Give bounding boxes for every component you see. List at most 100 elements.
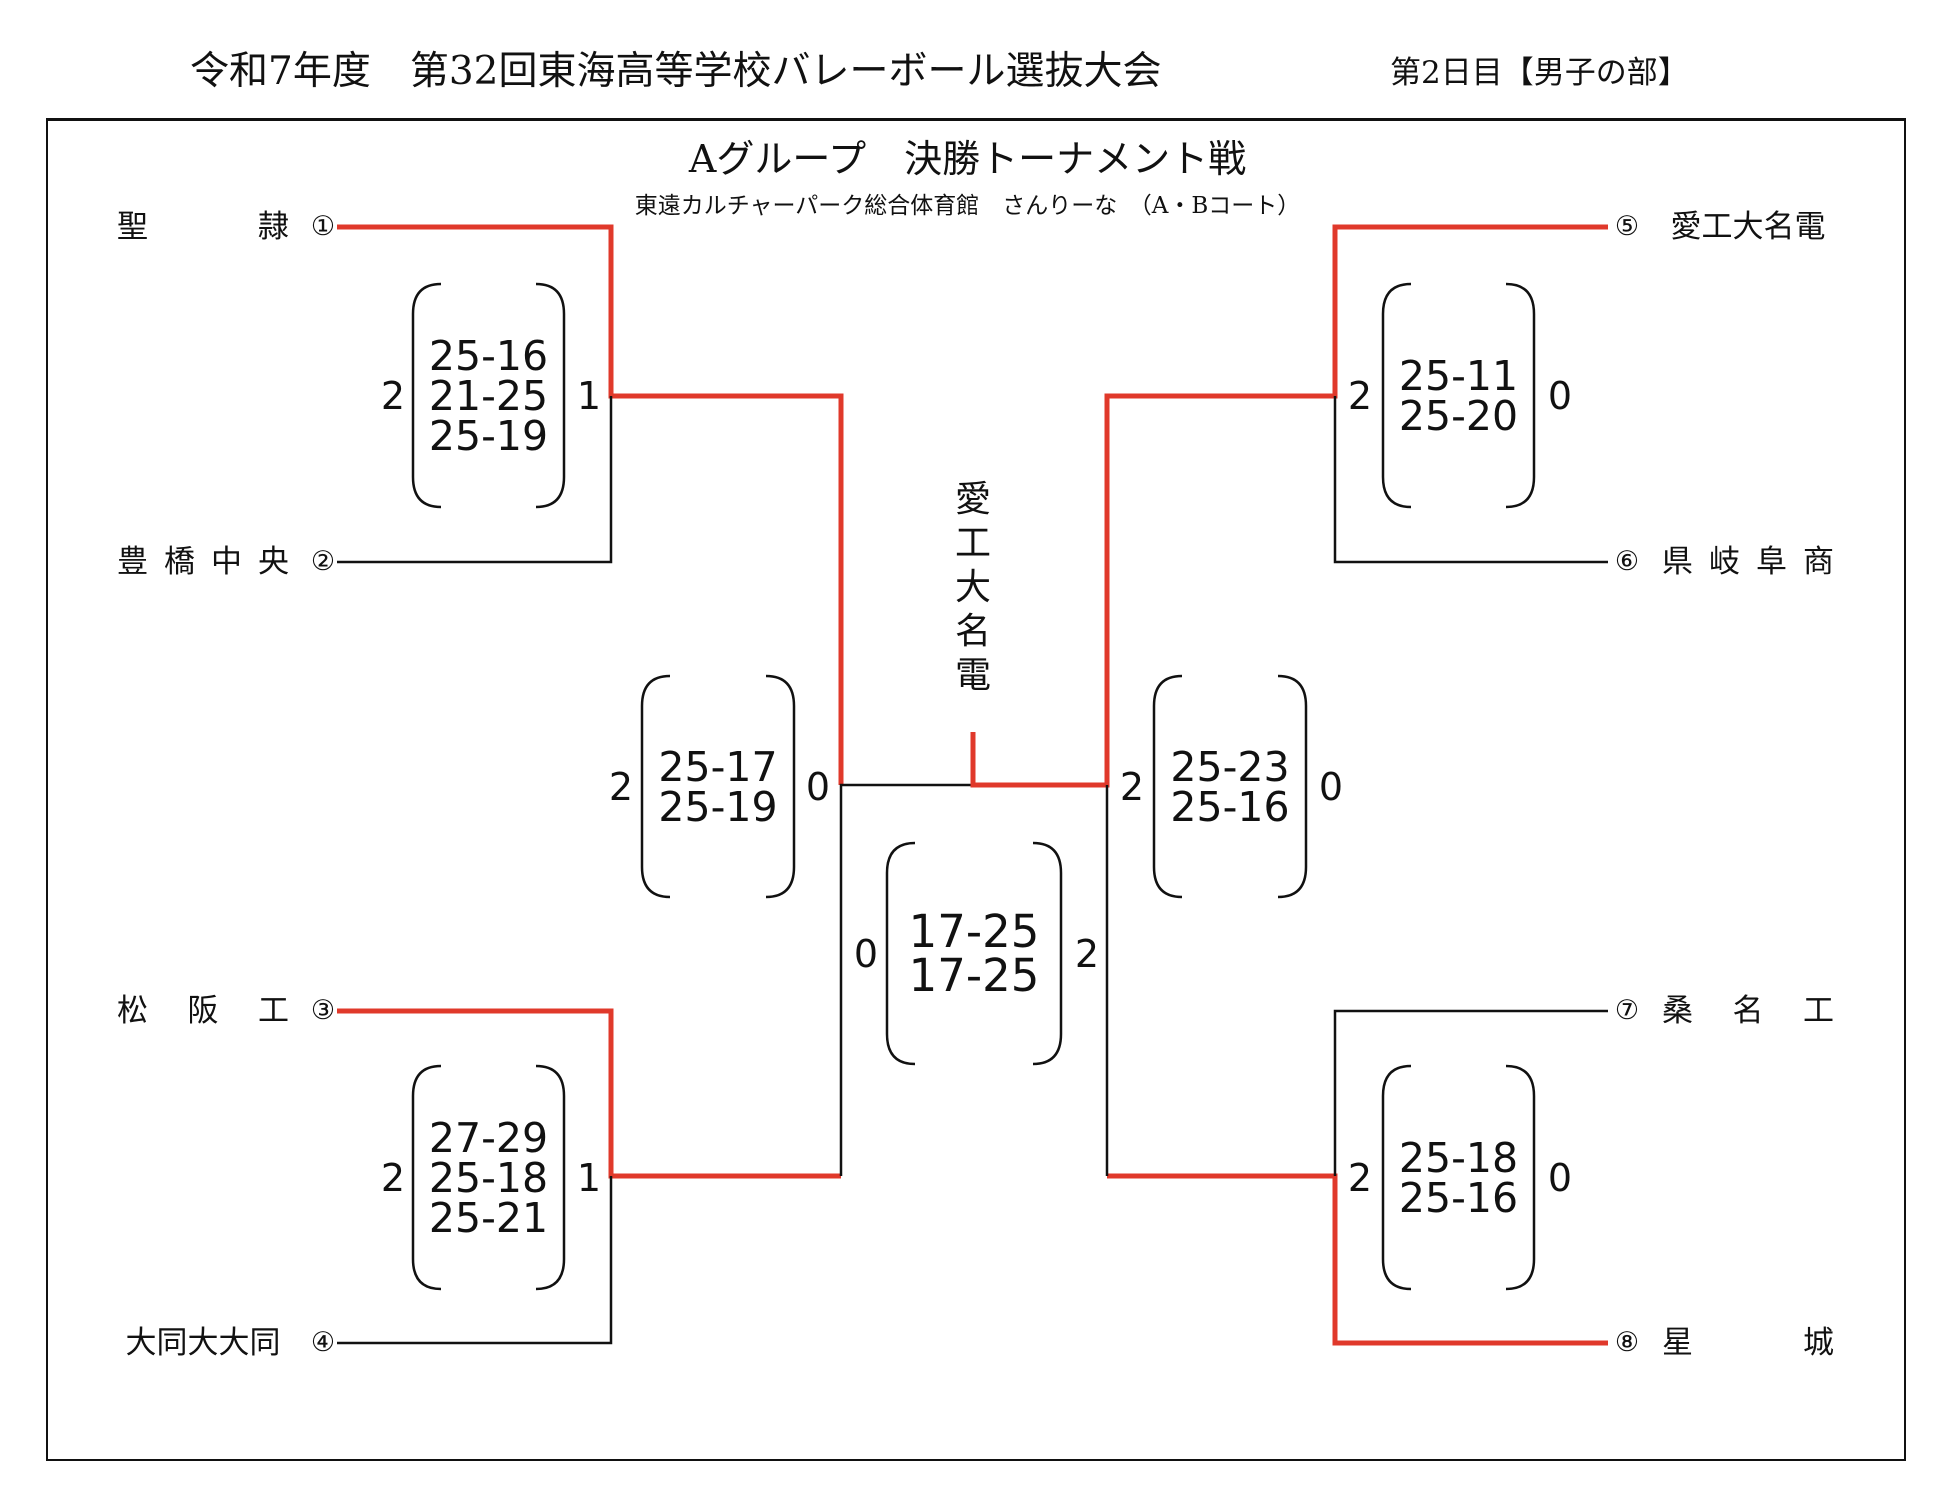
set-score: 21-25 (428, 371, 549, 420)
line-team3-win (337, 1008, 841, 1179)
left-sets-won: 2 (1347, 1155, 1373, 1200)
left-sets-won: 2 (1347, 373, 1373, 418)
set-score: 25-20 (1398, 391, 1519, 440)
right-sets-won: 0 (1547, 373, 1573, 418)
champion-char: 電 (954, 655, 991, 696)
line-team5-win (970, 224, 1608, 788)
set-score: 25-17 (658, 742, 778, 791)
left-bracket-paren (640, 674, 671, 899)
left-bracket-paren (1152, 674, 1183, 899)
set-score: 25-18 (428, 1153, 549, 1202)
team-name-char: 工 (258, 993, 289, 1029)
team-name-char: 隷 (258, 209, 289, 245)
left-bracket-paren (411, 1064, 442, 1291)
team-name: 豊橋中央 (117, 542, 289, 582)
right-sets-won: 1 (576, 1155, 602, 1200)
line-left-final (839, 783, 973, 1176)
seed-number: ⑤ (1614, 211, 1640, 242)
right-bracket-paren (535, 1064, 566, 1291)
team-name-char: 商 (1803, 544, 1834, 580)
right-sets-won: 0 (805, 764, 831, 809)
left-bracket-paren (1381, 282, 1412, 509)
team-name-char: 阜 (1756, 544, 1787, 580)
seed-number: ③ (310, 995, 336, 1026)
set-score: 25-16 (428, 331, 549, 380)
right-bracket-paren (1277, 674, 1308, 899)
right-sets-won: 0 (1318, 764, 1344, 809)
left-sets-won: 2 (380, 373, 406, 418)
bracket-frame (46, 118, 1906, 1461)
team-name-char: 岐 (1709, 544, 1740, 580)
right-bracket-paren (1505, 1064, 1536, 1291)
bracket-title: Aグループ 決勝トーナメント戦 (688, 137, 1247, 181)
team-name: 聖隷 (117, 207, 289, 247)
champion-char: 愛 (954, 479, 991, 520)
set-score: 25-19 (658, 782, 778, 831)
line-team6 (1333, 396, 1608, 564)
left-sets-won: 2 (380, 1155, 406, 1200)
team-name-char: 央 (258, 544, 289, 580)
team-name-char: 松 (117, 993, 148, 1029)
set-score: 25-11 (1398, 351, 1519, 400)
right-sets-won: 1 (576, 373, 602, 418)
seed-number: ② (310, 546, 336, 577)
left-sets-won: 2 (608, 764, 634, 809)
team-name: 愛工大名電 (1662, 207, 1834, 247)
left-sets-won: 2 (1119, 764, 1145, 809)
champion-char: 名 (954, 611, 991, 652)
champion-char: 工 (954, 523, 991, 564)
set-score: 25-18 (1398, 1133, 1519, 1182)
right-bracket-paren (1505, 282, 1536, 509)
champion-char: 大 (954, 567, 991, 608)
team-name-char: 城 (1803, 1325, 1834, 1361)
seed-number: ④ (310, 1327, 336, 1358)
seed-number: ① (310, 211, 336, 242)
right-bracket-paren (535, 282, 566, 509)
team-name-char: 名 (1732, 993, 1764, 1029)
right-bracket-paren (1032, 841, 1063, 1066)
team-name-char: 中 (211, 544, 242, 580)
team-name-char: 豊 (117, 544, 148, 580)
set-score: 17-25 (908, 904, 1040, 958)
page-title: 令和7年度 第32回東海高等学校バレーボール選抜大会 (190, 49, 1162, 94)
team-name: 星城 (1662, 1323, 1834, 1363)
right-bracket-paren (765, 674, 796, 899)
set-score: 25-23 (1170, 742, 1290, 791)
seed-number: ⑧ (1614, 1327, 1640, 1358)
team-name-char: 阪 (187, 993, 219, 1029)
team-name-char: 聖 (117, 209, 148, 245)
team-name: 県岐阜商 (1662, 542, 1834, 582)
seed-number: ⑦ (1614, 995, 1640, 1026)
team-name-char: 桑 (1662, 993, 1693, 1029)
right-sets-won: 2 (1074, 931, 1100, 976)
left-bracket-paren (411, 282, 442, 509)
left-bracket-paren (1381, 1064, 1412, 1291)
day-label: 第2日目【男子の部】 (1390, 55, 1689, 91)
set-score: 25-16 (1398, 1173, 1519, 1222)
set-score: 25-19 (428, 411, 549, 460)
team-name-char: 橋 (164, 544, 195, 580)
line-team2 (337, 396, 613, 564)
set-score: 17-25 (908, 948, 1040, 1002)
team-name-char: 県 (1662, 544, 1693, 580)
left-sets-won: 0 (853, 931, 879, 976)
team-name-char: 工 (1803, 993, 1834, 1029)
set-score: 25-21 (428, 1193, 549, 1242)
set-score: 25-16 (1170, 782, 1290, 831)
team-name-char: 愛工大名電 (1670, 209, 1826, 245)
team-name: 松阪工 (117, 991, 289, 1031)
champion-name: 愛工大名電 (953, 478, 993, 698)
team-name-char: 星 (1662, 1325, 1693, 1361)
set-score: 27-29 (428, 1113, 549, 1162)
line-team7 (1333, 1009, 1608, 1176)
line-team8-win (1107, 1173, 1608, 1346)
team-name: 桑名工 (1662, 991, 1834, 1031)
